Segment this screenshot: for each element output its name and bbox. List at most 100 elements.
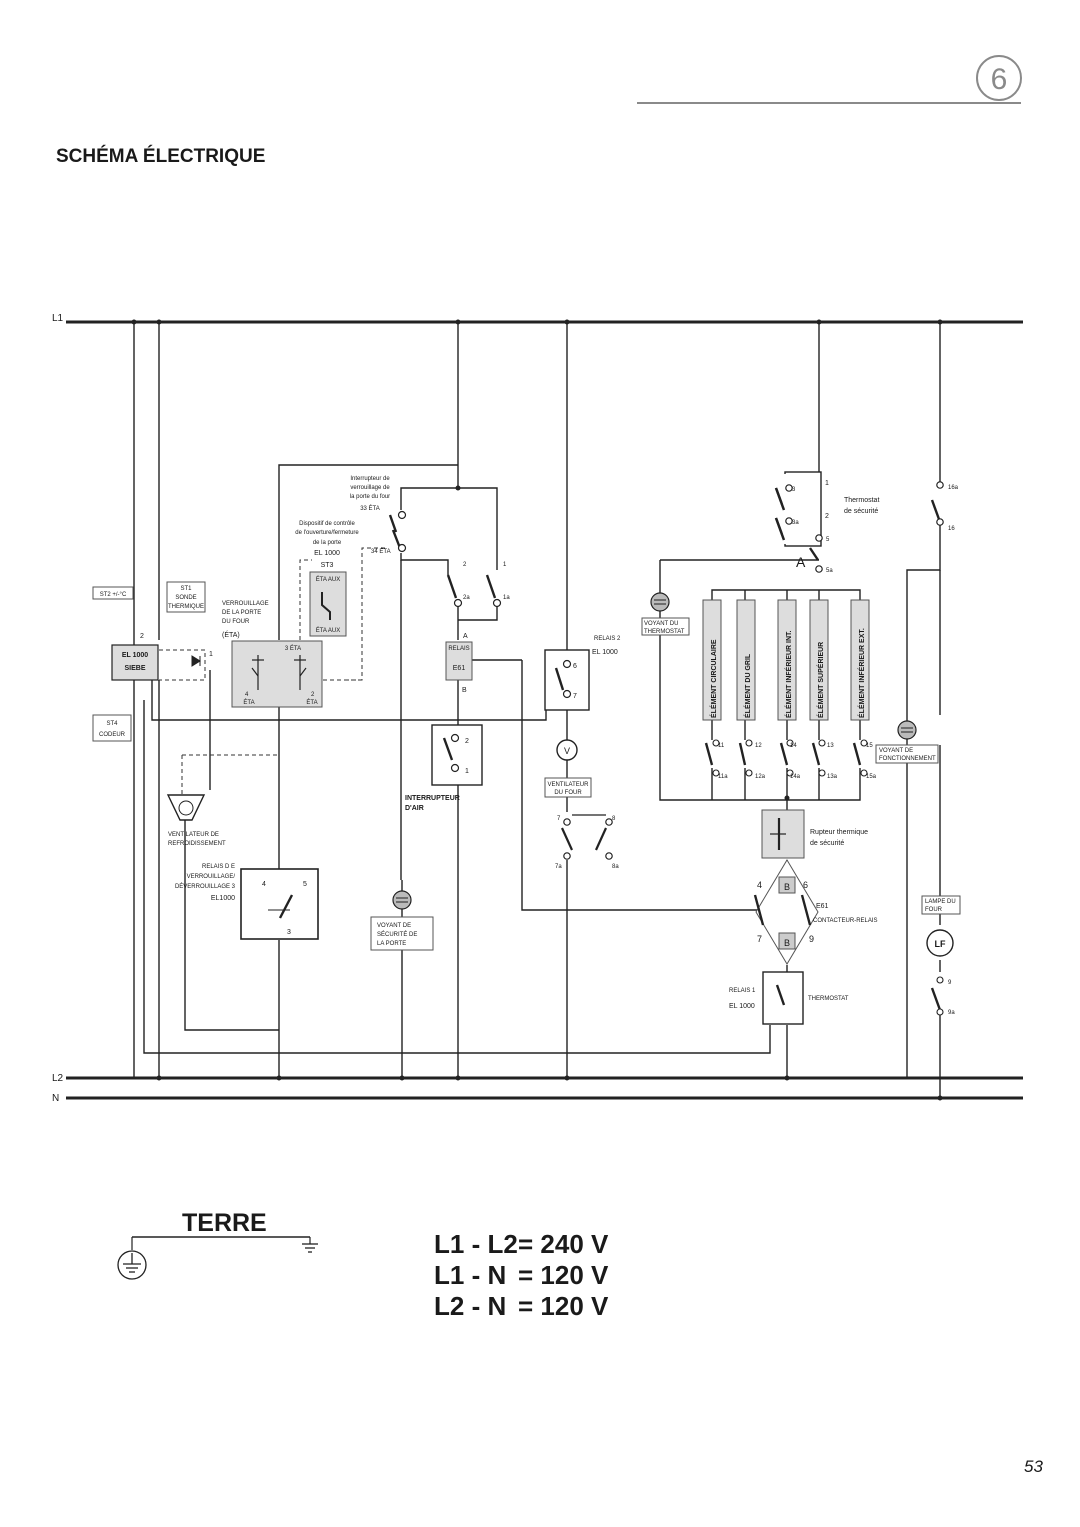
term-12a: 12a [755, 774, 766, 780]
relais-verrou-l4: EL1000 [211, 895, 235, 902]
thermostat-a-label: A [796, 554, 806, 570]
st-term-5: 5 [826, 537, 830, 543]
st-t3a [785, 517, 793, 525]
relais2-l2: EL 1000 [592, 649, 618, 656]
voyant-thermostat-box [641, 617, 690, 636]
st1-l2: SONDE [175, 595, 196, 601]
int-verrou-l2: verrouillage de [350, 485, 390, 491]
st4-l1: ST4 [106, 721, 118, 727]
st-term-3: 3 [792, 487, 796, 493]
voltage-value-2: = 120 V [518, 1260, 609, 1290]
relais-e61-b: B [462, 687, 467, 694]
element-terminals [712, 739, 868, 777]
contactor-b-diamond [755, 859, 819, 965]
contactor-switch-icon [753, 894, 812, 926]
contactor-b-top: B [784, 882, 790, 892]
term-9a: 9a [948, 1010, 955, 1016]
fan-term-8: 8 [612, 816, 616, 822]
st-term-5a: 5a [826, 568, 833, 574]
relais2-term-7: 7 [573, 693, 577, 700]
lampe-four-box [921, 895, 961, 915]
term-14: 14 [790, 743, 797, 749]
contactor-b-top-box [778, 876, 796, 894]
ventilateur-four-box [544, 777, 592, 798]
voyant-thermostat-l1: VOYANT DU [644, 621, 678, 627]
el1000-siebe-l1: EL 1000 [122, 652, 148, 659]
voltage-value-1: = 240 V [518, 1229, 609, 1259]
t9a-circle [936, 1008, 944, 1016]
eta-aux-bottom: ÉTA AUX [316, 627, 341, 634]
door-safety-lamp-icon [392, 890, 412, 910]
air-switch-term-2: 2 [465, 738, 469, 745]
relay-contacts-icon [446, 574, 497, 599]
st4-l2: CODEUR [99, 732, 126, 738]
oven-fan-motor-icon [556, 739, 578, 761]
eta2-label: ÉTA [306, 699, 317, 706]
relais-verrou-l3: DÉVERROUILLAGE 3 [175, 883, 236, 890]
oven-fan-motor-label: V [564, 746, 570, 756]
dispositif-l1: Dispositif de contrôle [299, 521, 355, 527]
el1000-siebe-l2: SIEBE [124, 665, 145, 672]
el1000-siebe-box [111, 644, 159, 681]
thermostat-mask [783, 474, 803, 544]
element-gril-box [736, 599, 756, 721]
eta34-label: 34 ÉTA [371, 548, 391, 555]
chapter-number: 6 [991, 63, 1008, 96]
fan-term-8a: 8a [612, 864, 619, 870]
siebe-pin1: 1 [209, 651, 213, 658]
fan-switch-icon [560, 814, 608, 851]
term-2a-circle [453, 598, 463, 608]
eta4-label: ÉTA [243, 699, 254, 706]
label-l1: L1 [52, 313, 64, 324]
element-inf-int: ÉLÉMENT INFÉRIEUR INT. [784, 630, 793, 718]
t16a-circle [936, 481, 944, 489]
chapter-badge [976, 55, 1022, 101]
dispositif-l4: EL 1000 [314, 550, 340, 557]
lock-relay-term-5: 5 [303, 881, 307, 888]
ventilateur-four-l2: DU FOUR [554, 790, 582, 796]
voyant-securite-l3: LA PORTE [377, 941, 406, 947]
voyant-fonct-box [875, 744, 939, 764]
int-verrou-l3: la porte du four [350, 494, 390, 500]
lock-relay-box [240, 868, 319, 940]
element-inf-ext: ÉLÉMENT INFÉRIEUR EXT. [857, 628, 866, 718]
rupteur-l1: Rupteur thermique [810, 829, 868, 836]
eta-lock-contacts-icon [251, 655, 307, 690]
element-superieur-box [809, 599, 829, 721]
ventilateur-four-l1: VENTILATEUR [548, 782, 590, 788]
eta-lock-box [231, 640, 323, 708]
term-12: 12 [755, 743, 762, 749]
int-air-l1: INTERRUPTEUR [405, 795, 460, 802]
contactor-term-7: 7 [757, 934, 762, 944]
page-title: SCHÉMA ÉLECTRIQUE [56, 145, 265, 167]
contactor-b-bottom-box [778, 932, 796, 950]
voyant-thermostat-l2: THERMOSTAT [644, 629, 685, 635]
voyant-securite-l2: SÉCURITÉ DE [377, 931, 417, 938]
element-gril: ÉLÉMENT DU GRIL [743, 653, 752, 718]
door-switch-terminal-a [397, 510, 407, 520]
term-1-top: 1 [503, 562, 507, 568]
air-switch-box [431, 724, 483, 786]
ground-icon [302, 1243, 318, 1253]
term-15: 15 [866, 743, 873, 749]
relais-verrou-l2: VERROUILLAGE/ [187, 874, 236, 880]
thermostat-label: THERMOSTAT [808, 996, 849, 1002]
st3-box [309, 571, 347, 637]
lock-relay-term-3: 3 [287, 929, 291, 936]
lock-relay-lever-icon [278, 894, 294, 919]
relais1-l1: RELAIS 1 [729, 988, 756, 994]
rupteur-l2: de sécurité [810, 840, 844, 847]
st1-l3: THERMIQUE [168, 604, 204, 610]
relais2-t6 [562, 659, 572, 669]
contactor-term-9: 9 [809, 934, 814, 944]
relais2-box [544, 649, 590, 711]
diode-icon [191, 655, 201, 667]
term-11a: 11a [718, 774, 728, 780]
lock-relay-term-4: 4 [262, 881, 266, 888]
voltage-pair-2: L1 - N [434, 1260, 506, 1290]
fan-t8a [605, 852, 613, 860]
fan-t7 [563, 818, 571, 826]
voltage-pair-1: L1 - L2 [434, 1229, 518, 1259]
power-rails [66, 320, 1023, 1100]
